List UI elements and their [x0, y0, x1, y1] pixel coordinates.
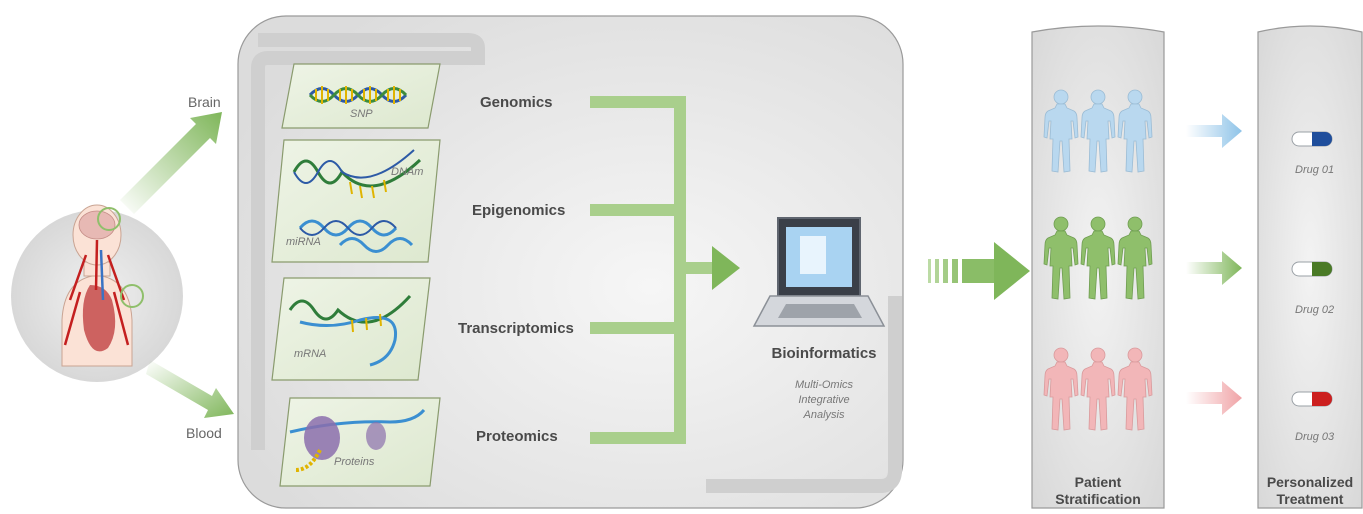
integration-bracket: [590, 96, 740, 444]
omics-label-epigenomics: Epigenomics: [472, 202, 566, 219]
molecule-label-dnam: DNAm: [391, 166, 424, 178]
organ-label-brain: Brain: [188, 94, 221, 110]
pill-icon-drug02: [1291, 261, 1333, 277]
mrna-strand-icon: [288, 294, 412, 367]
brain-arrow-icon: [120, 112, 222, 214]
subtitle-line-2: Integrative: [798, 394, 850, 406]
bioinformatics-subtitle: Multi-Omics Integrative Analysis: [744, 378, 904, 423]
drug-label-02: Drug 02: [1295, 304, 1335, 316]
treatment-title-line-1: Personalized: [1266, 474, 1354, 490]
drug-label-01: Drug 01: [1295, 164, 1335, 176]
subtitle-line-3: Analysis: [803, 409, 845, 421]
card-transcriptomics: [271, 277, 431, 381]
pill-icon-drug01: [1291, 131, 1333, 147]
molecule-label-snp: SNP: [350, 108, 373, 120]
dnam-helix-icon: [292, 149, 422, 199]
omics-label-proteomics: Proteomics: [476, 428, 558, 445]
patient-illustration: [11, 204, 183, 382]
card-proteomics: [279, 397, 441, 487]
molecule-label-mirna: miRNA: [286, 236, 321, 248]
omics-label-genomics: Genomics: [480, 94, 553, 111]
mirna-helix-icon: [298, 219, 414, 253]
treatment-title-line-2: Treatment: [1276, 491, 1344, 507]
treatment-column: [1257, 25, 1363, 509]
protein-icon: [289, 408, 426, 472]
drug03-arrow-icon: [1186, 381, 1242, 415]
drug-label-03: Drug 03: [1295, 431, 1335, 443]
molecule-label-mrna: mRNA: [294, 348, 327, 360]
stratification-title-line-2: Stratification: [1055, 491, 1141, 507]
blood-arrow-icon: [146, 360, 234, 418]
stratification-title-line-1: Patient: [1074, 474, 1122, 490]
drug02-arrow-icon: [1186, 251, 1242, 285]
stratification-title: Patient Stratification: [1032, 474, 1164, 508]
molecule-label-proteins: Proteins: [334, 456, 375, 468]
treatment-title: Personalized Treatment: [1258, 474, 1362, 508]
heart-icon: [82, 285, 116, 352]
drug01-arrow-icon: [1186, 114, 1242, 148]
subtitle-line-1: Multi-Omics: [794, 379, 854, 391]
card-genomics: [281, 63, 441, 129]
merge-arrow-icon: [712, 246, 740, 290]
pill-icon-drug03: [1291, 391, 1333, 407]
stratify-arrow-icon: [928, 242, 1030, 300]
omics-panel: [237, 15, 904, 509]
card-epigenomics: [271, 139, 441, 263]
organ-label-blood: Blood: [186, 425, 222, 441]
bioinformatics-title: Bioinformatics: [771, 345, 877, 362]
stratification-column: [1031, 25, 1165, 509]
laptop-icon: [752, 217, 886, 327]
omics-label-transcriptomics: Transcriptomics: [458, 320, 574, 337]
dna-helix-icon: [308, 86, 408, 104]
